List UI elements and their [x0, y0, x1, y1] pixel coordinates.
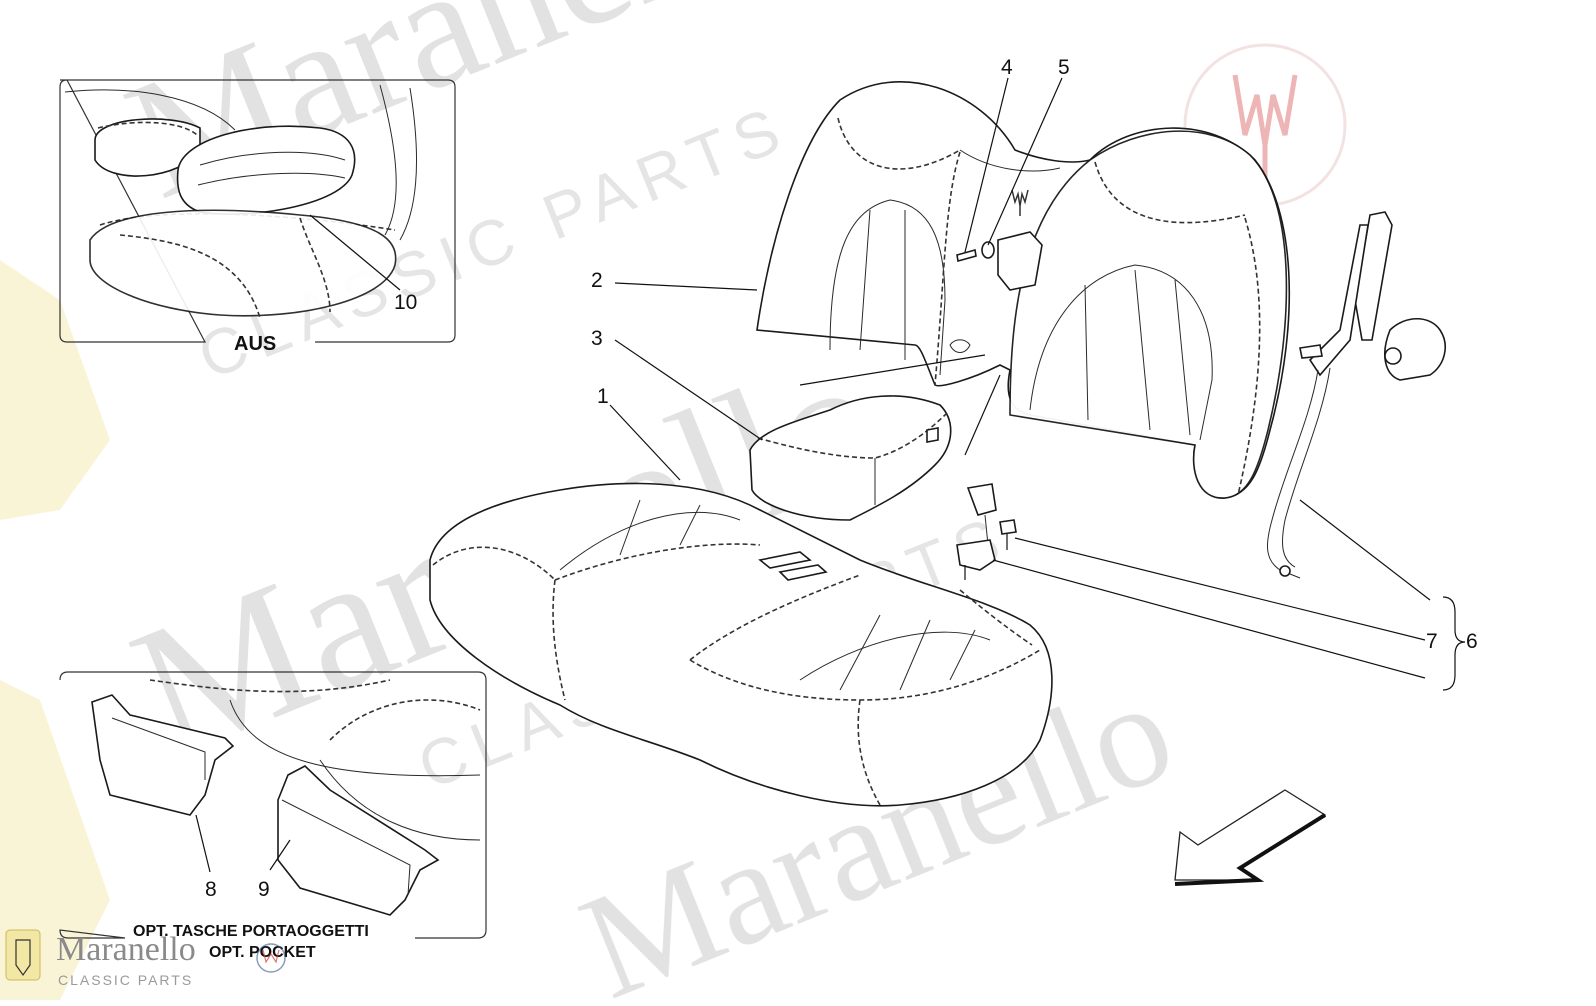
logo-subtitle: CLASSIC PARTS	[58, 972, 193, 988]
callout-6: 6	[1466, 630, 1478, 653]
maranello-logo: Maranello CLASSIC PARTS	[5, 929, 286, 988]
callout-8: 8	[205, 878, 217, 901]
callout-labels: 1 2 3 4 5 6 7	[591, 56, 1478, 653]
maserati-trident-icon	[1011, 189, 1029, 216]
inset-pocket-caption-line1: OPT. TASCHE PORTAOGGETTI	[133, 923, 369, 940]
callout-10: 10	[394, 291, 417, 314]
ferrari-shield-watermark-icon	[0, 260, 110, 1000]
callout-9: 9	[258, 878, 270, 901]
seat-belt-assembly	[956, 211, 1466, 691]
direction-arrow-icon	[1174, 789, 1327, 886]
inset-aus-caption: AUS	[234, 333, 276, 355]
callout-7: 7	[1426, 630, 1438, 653]
callout-2: 2	[591, 269, 603, 292]
callout-1: 1	[597, 385, 609, 408]
callout-4: 4	[1001, 56, 1013, 79]
seat-cushion	[429, 482, 1053, 807]
inset-pocket-caption-line2: OPT. POCKET	[209, 944, 316, 961]
seat-backrest	[756, 80, 1291, 499]
logo-title: Maranello	[56, 931, 196, 968]
callout-5: 5	[1058, 56, 1070, 79]
callout-3: 3	[591, 327, 603, 350]
maserati-badge-icon	[256, 943, 286, 973]
inset-optional-pocket: 8 9 OPT. TASCHE PORTAOGGETTI OPT. POCKET	[59, 671, 487, 961]
ferrari-shield-icon	[15, 939, 31, 977]
leader-lines	[609, 77, 1063, 481]
inset-aus: 10 AUS	[59, 79, 456, 355]
armrest	[749, 354, 1001, 521]
